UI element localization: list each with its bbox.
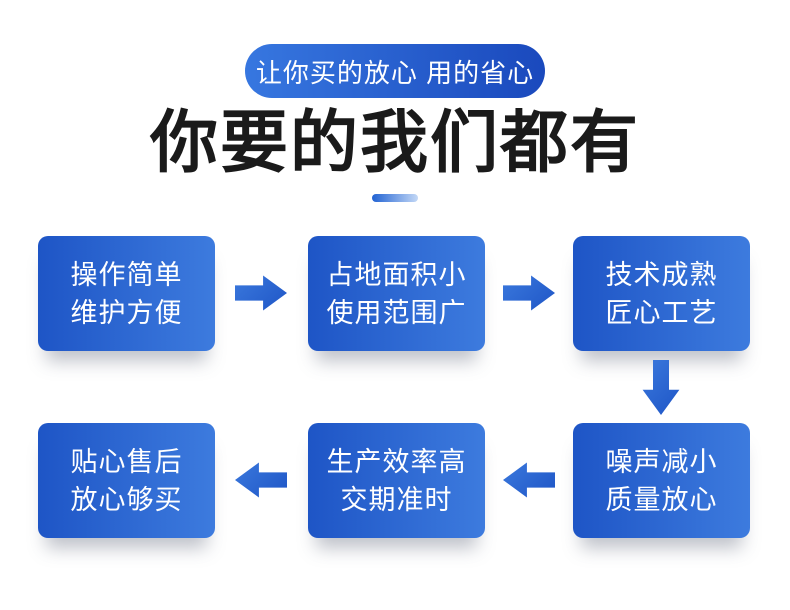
- arrow-right-icon: [235, 275, 287, 311]
- feature-line: 技术成熟: [605, 259, 718, 290]
- arrow-down-icon: [642, 360, 680, 415]
- feature-box-caring-aftersales: 贴心售后 放心够买: [38, 423, 215, 538]
- feature-line: 生产效率高: [326, 446, 467, 477]
- banner-label: 让你买的放心 用的省心: [255, 57, 535, 88]
- feature-box-mature-technology: 技术成熟 匠心工艺: [573, 236, 750, 351]
- feature-line: 噪声减小: [605, 446, 718, 477]
- feature-box-low-noise: 噪声减小 质量放心: [573, 423, 750, 538]
- arrow-right-icon: [503, 275, 555, 311]
- feature-line: 占地面积小: [326, 259, 467, 290]
- arrow-left-icon: [235, 462, 287, 498]
- feature-box-small-footprint: 占地面积小 使用范围广: [308, 236, 485, 351]
- feature-line: 质量放心: [605, 484, 718, 515]
- feature-line: 匠心工艺: [605, 297, 718, 328]
- feature-line: 操作简单: [70, 259, 183, 290]
- feature-box-high-efficiency: 生产效率高 交期准时: [308, 423, 485, 538]
- feature-line: 交期准时: [340, 484, 453, 515]
- arrow-left-icon: [503, 462, 555, 498]
- page-title: 你要的我们都有: [149, 105, 640, 181]
- title-underline-dash: [372, 194, 418, 202]
- feature-line: 贴心售后: [70, 446, 183, 477]
- feature-box-easy-operation: 操作简单 维护方便: [38, 236, 215, 351]
- feature-line: 放心够买: [70, 484, 183, 515]
- feature-line: 使用范围广: [326, 297, 467, 328]
- banner-pill: 让你买的放心 用的省心: [245, 44, 545, 98]
- feature-line: 维护方便: [70, 297, 183, 328]
